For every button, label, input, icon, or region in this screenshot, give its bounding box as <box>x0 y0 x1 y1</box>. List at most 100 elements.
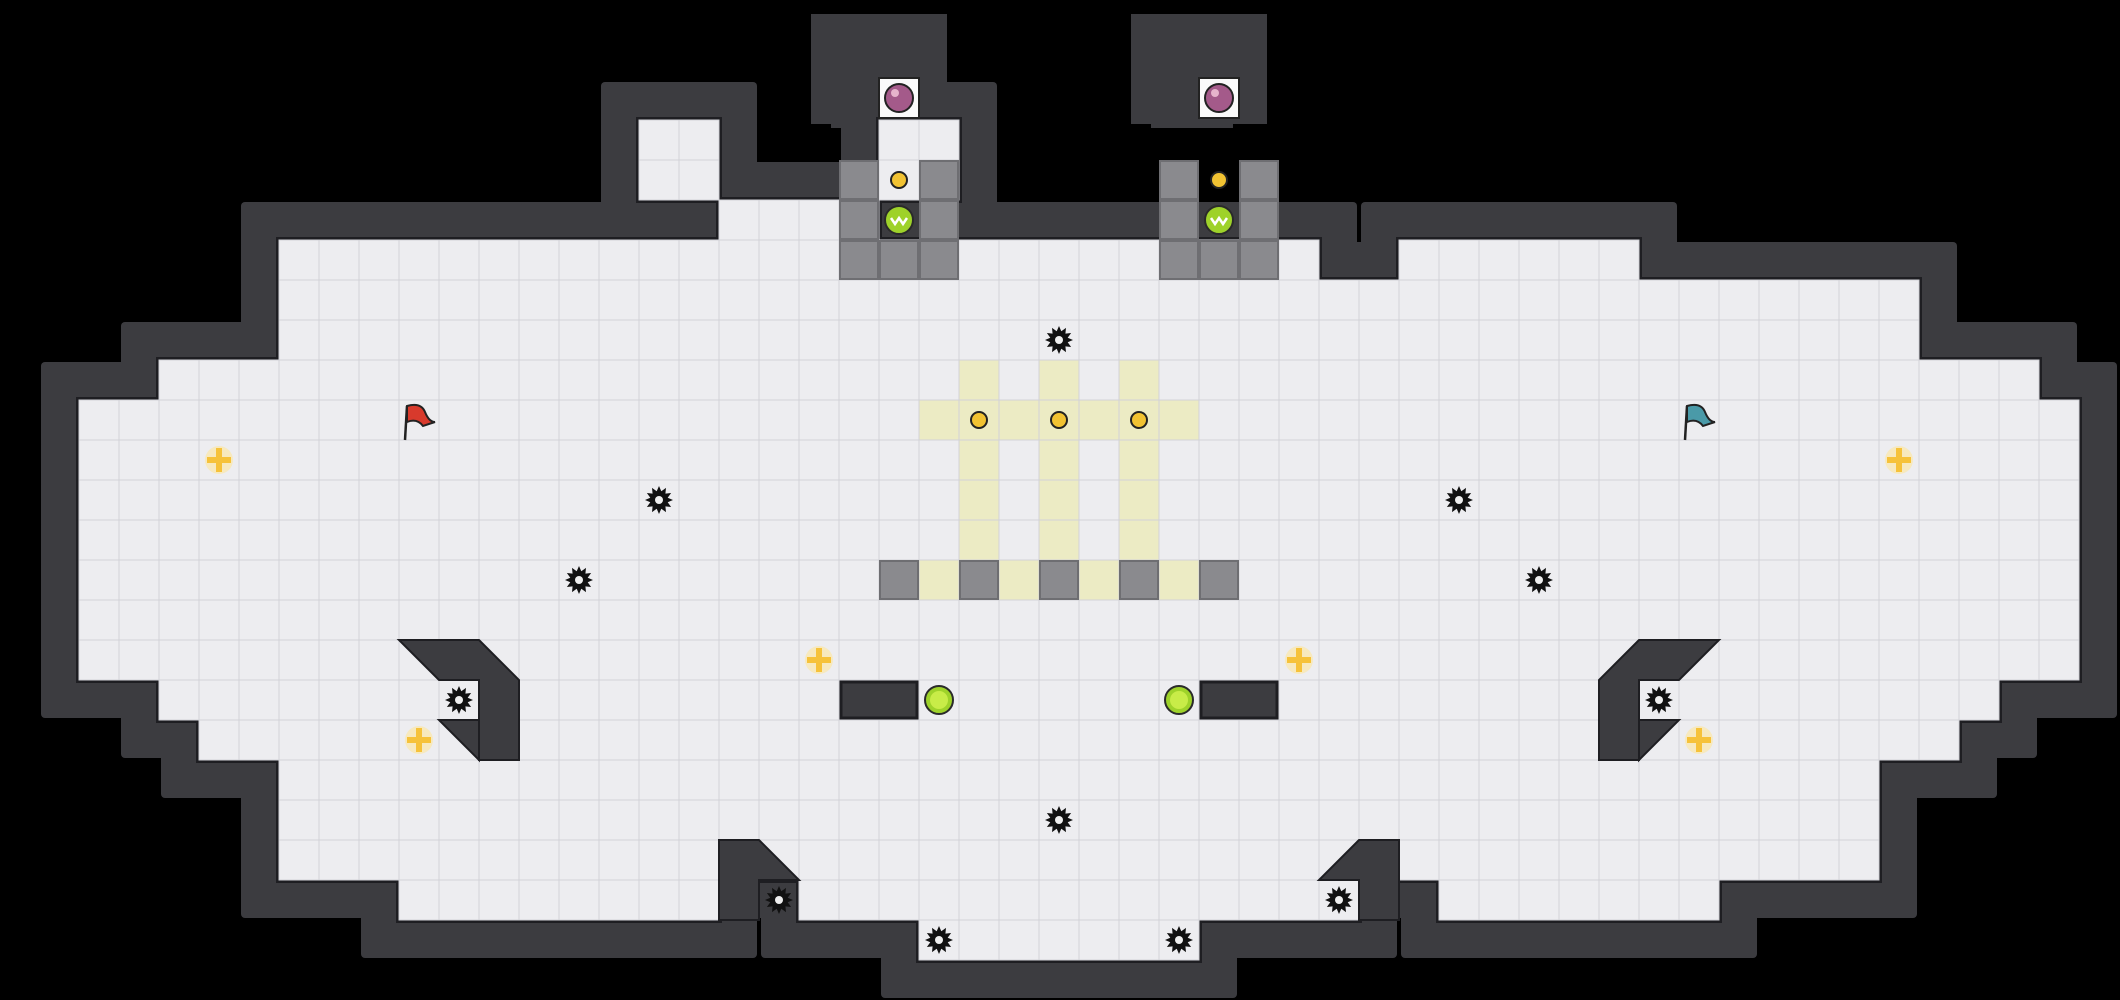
powerup-bar <box>407 737 431 743</box>
floor-tile <box>478 279 520 321</box>
floor-tile <box>878 399 920 441</box>
floor-tile <box>1478 839 1520 881</box>
floor-tile <box>1798 399 1840 441</box>
floor-tile <box>638 719 680 761</box>
floor-tile <box>1838 719 1880 761</box>
powerup-icon[interactable] <box>205 446 233 474</box>
floor-tile <box>598 439 640 481</box>
floor-tile <box>1758 439 1800 481</box>
floor-tile <box>1078 319 1120 361</box>
floor-tile <box>1558 839 1600 881</box>
button-icon[interactable] <box>1130 411 1148 429</box>
floor-tile <box>558 319 600 361</box>
floor-tile <box>958 639 1000 681</box>
floor-tile <box>318 559 360 601</box>
floor-tile <box>1878 679 1920 721</box>
floor-tile <box>638 239 680 281</box>
floor-tile <box>198 719 240 761</box>
floor-tile <box>1158 439 1200 481</box>
floor-tile <box>358 839 400 881</box>
floor-tile <box>318 239 360 281</box>
boost-icon[interactable] <box>924 685 954 715</box>
floor-tile <box>158 359 200 401</box>
floor-tile <box>478 799 520 841</box>
floor-tile <box>238 479 280 521</box>
floor-tile <box>118 399 160 441</box>
floor-tile <box>1878 479 1920 521</box>
floor-tile <box>878 879 920 921</box>
floor-tile <box>838 879 880 921</box>
floor-tile <box>1358 799 1400 841</box>
floor-tile <box>998 519 1040 561</box>
floor-tile <box>1078 919 1120 961</box>
floor-tile <box>438 399 480 441</box>
floor-tile <box>358 519 400 561</box>
floor-tile <box>1318 399 1360 441</box>
floor-tile <box>1078 439 1120 481</box>
floor-tile <box>758 439 800 481</box>
floor-tile <box>758 519 800 561</box>
floor-tile <box>1438 319 1480 361</box>
yellow-zone-tile <box>998 559 1040 601</box>
floor-tile <box>1678 599 1720 641</box>
blue-flag-icon[interactable] <box>1683 403 1716 441</box>
powerup-icon[interactable] <box>1285 646 1313 674</box>
floor-tile <box>1078 719 1120 761</box>
floor-tile <box>1718 799 1760 841</box>
floor-tile <box>438 319 480 361</box>
floor-tile <box>1798 839 1840 881</box>
floor-tile <box>1118 279 1160 321</box>
boost-icon[interactable] <box>1164 685 1194 715</box>
button-icon[interactable] <box>1050 411 1068 429</box>
floor-tile <box>358 719 400 761</box>
floor-tile <box>1078 479 1120 521</box>
powerup-icon[interactable] <box>1685 726 1713 754</box>
button-icon[interactable] <box>890 171 908 189</box>
floor-tile <box>678 519 720 561</box>
yellow-zone-tile <box>1158 559 1200 601</box>
floor-tile <box>358 599 400 641</box>
powerup-icon[interactable] <box>805 646 833 674</box>
floor-tile <box>1478 599 1520 641</box>
yellow-zone-tile <box>1038 479 1080 521</box>
floor-tile <box>1358 719 1400 761</box>
floor-tile <box>678 239 720 281</box>
red-flag-icon[interactable] <box>403 403 436 441</box>
yellow-zone-tile <box>1118 479 1160 521</box>
floor-tile <box>1198 479 1240 521</box>
floor-tile <box>798 719 840 761</box>
floor-tile <box>838 319 880 361</box>
floor-tile <box>1558 479 1600 521</box>
floor-tile <box>1438 679 1480 721</box>
floor-tile <box>558 519 600 561</box>
button-icon[interactable] <box>970 411 988 429</box>
floor-tile <box>1078 799 1120 841</box>
floor-tile <box>1518 759 1560 801</box>
floor-tile <box>1998 479 2040 521</box>
floor-tile <box>1358 439 1400 481</box>
floor-tile <box>1678 479 1720 521</box>
floor-tile <box>1438 399 1480 441</box>
floor-tile <box>718 359 760 401</box>
floor-tile <box>878 799 920 841</box>
floor-tile <box>1838 439 1880 481</box>
floor-tile <box>598 559 640 601</box>
floor-tile <box>318 439 360 481</box>
button-icon[interactable] <box>1210 171 1228 189</box>
floor-tile <box>1758 359 1800 401</box>
floor-tile <box>1238 519 1280 561</box>
floor-tile <box>798 199 840 241</box>
floor-tile <box>358 679 400 721</box>
team-boost-icon[interactable] <box>884 205 914 235</box>
powerup-icon[interactable] <box>1885 446 1913 474</box>
team-boost-icon[interactable] <box>1204 205 1234 235</box>
floor-tile <box>2038 399 2080 441</box>
floor-tile <box>1678 679 1720 721</box>
floor-tile <box>558 679 600 721</box>
floor-tile <box>758 199 800 241</box>
floor-tile <box>918 719 960 761</box>
powerup-icon[interactable] <box>405 726 433 754</box>
floor-tile <box>318 839 360 881</box>
floor-tile <box>238 439 280 481</box>
floor-tile <box>1798 599 1840 641</box>
